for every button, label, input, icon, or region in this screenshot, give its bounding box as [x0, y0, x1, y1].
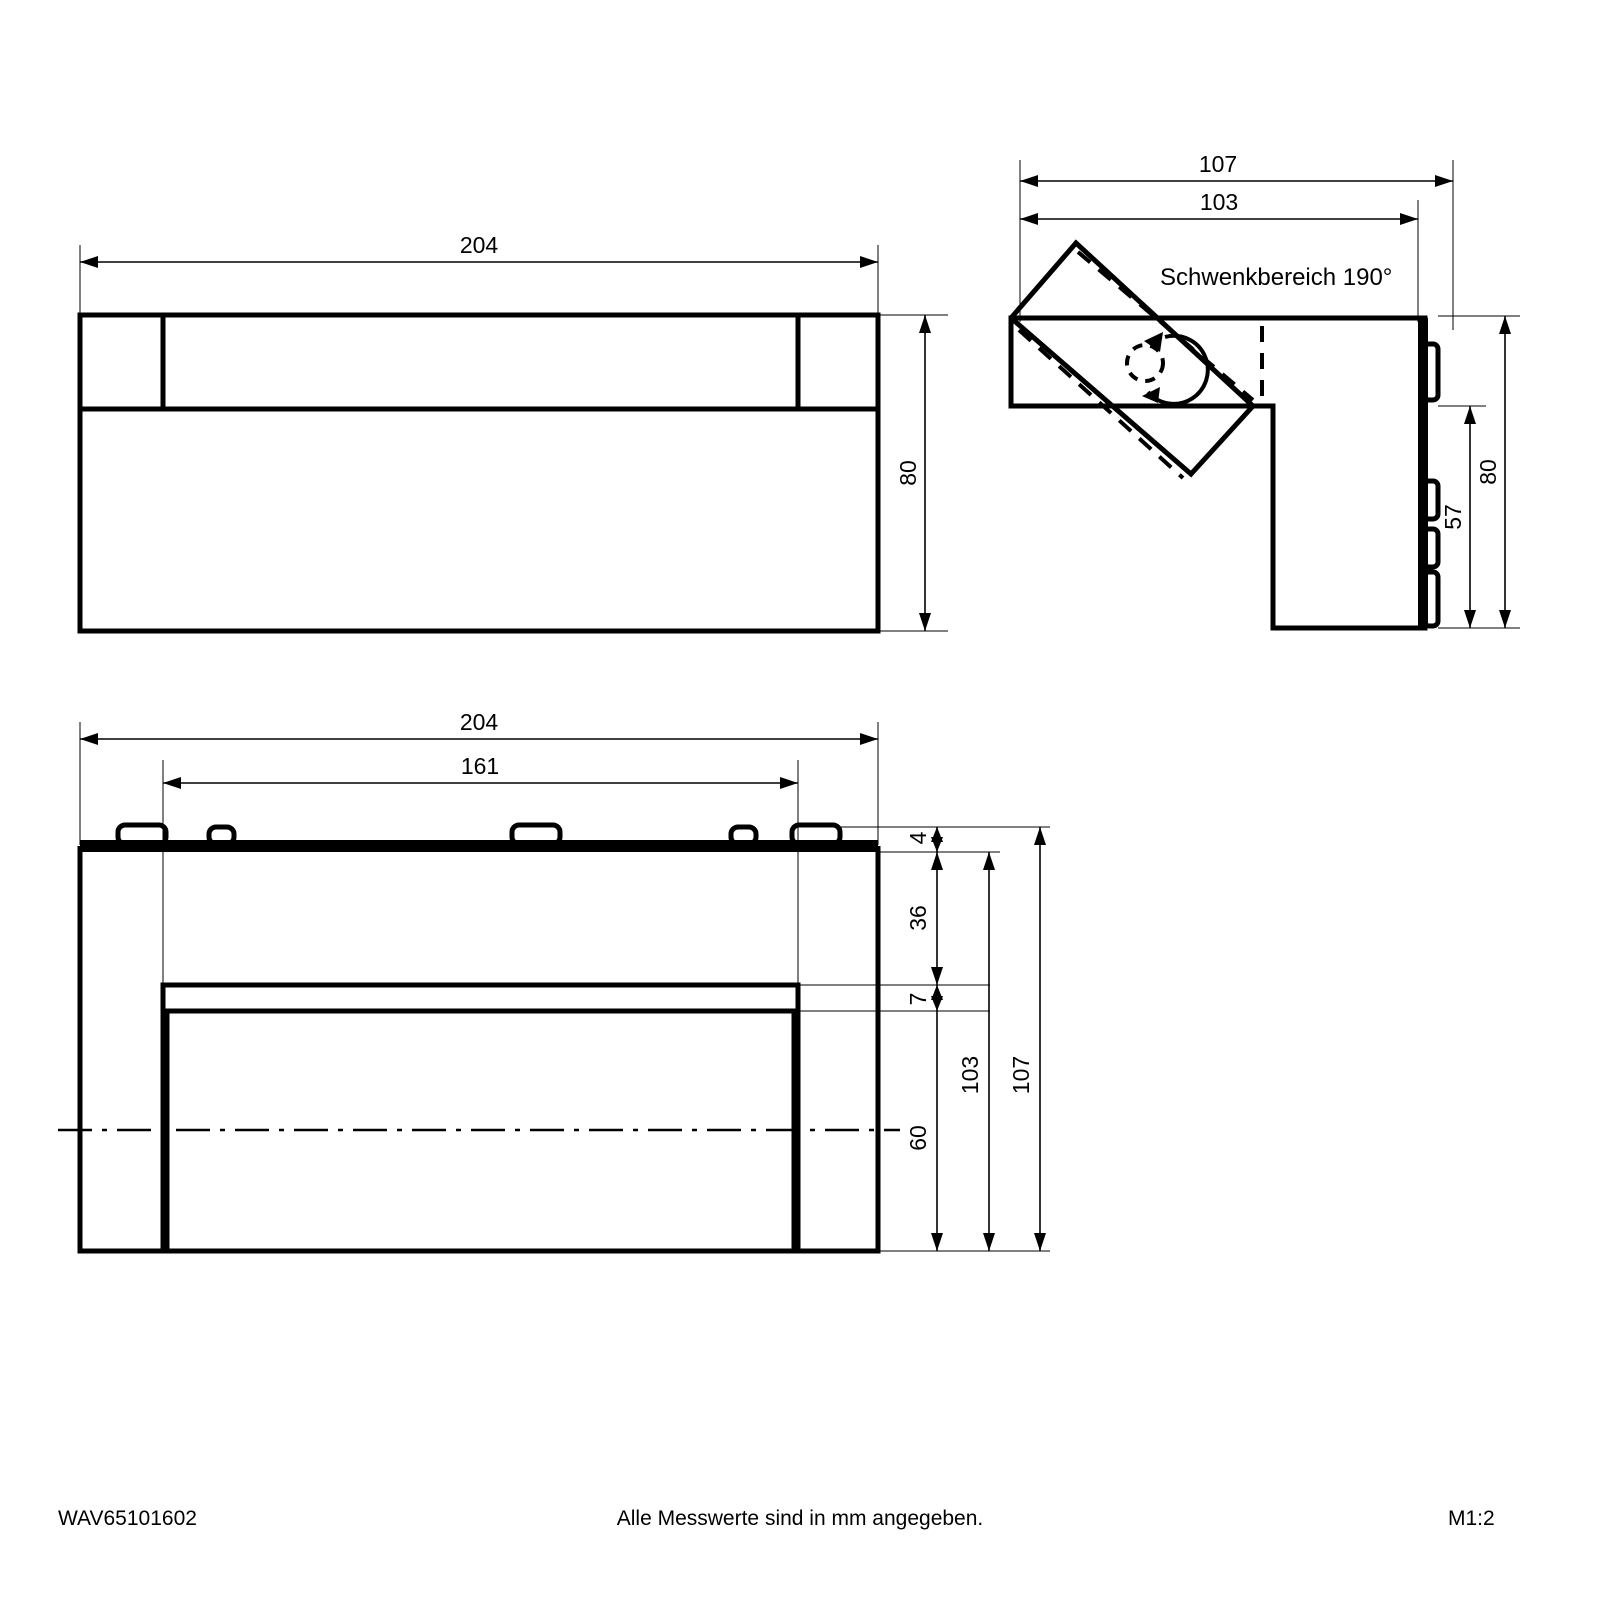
arrowhead-top [1499, 316, 1511, 334]
rotation-arrowhead-bottom [1142, 387, 1160, 403]
arrowhead-top [1034, 827, 1046, 845]
dimension-label-107-side: 107 [1199, 151, 1237, 177]
arrowhead-bottom [1499, 610, 1511, 628]
dimension-label-204-top: 204 [460, 232, 499, 258]
arrowhead-bottom [931, 1233, 943, 1251]
dimension-bottom-107: 107 [840, 826, 1050, 1252]
dimension-bottom-103: 103 [957, 851, 1000, 1252]
arrowhead-left [163, 777, 181, 789]
mounting-tab-3 [1421, 526, 1441, 570]
arrowhead-bottom [919, 613, 931, 631]
hidden-line-b [1076, 250, 1255, 402]
dimension-front-height: 80 [878, 314, 948, 632]
dimension-label-161: 161 [461, 753, 499, 779]
arrowhead-right [1400, 213, 1418, 225]
dimension-label-103-side: 103 [1200, 189, 1238, 215]
rotation-arc [1146, 333, 1210, 406]
arrowhead-top [1464, 406, 1476, 424]
dimension-label-36: 36 [905, 905, 931, 931]
arrowhead-left [80, 256, 98, 268]
dimension-side-103: 103 [1019, 189, 1419, 322]
dimension-label-204-bottom: 204 [460, 709, 499, 735]
arrowhead-bottom [931, 837, 943, 852]
arrowhead-left [1020, 175, 1038, 187]
article-number: WAV65101602 [58, 1507, 197, 1530]
dimension-bottom-7: 7 [800, 984, 990, 1012]
arrowhead-right [860, 733, 878, 745]
dimension-label-7: 7 [905, 993, 931, 1006]
mounting-tab-2 [1421, 478, 1441, 522]
arrowhead-bottom [1034, 1233, 1046, 1251]
scale-label: M1:2 [1448, 1507, 1495, 1530]
arrowhead-right [860, 256, 878, 268]
dimension-bottom-161: 161 [162, 753, 799, 1010]
dimension-label-80-side: 80 [1475, 459, 1501, 485]
front-top-body-outline [77, 312, 881, 634]
drawing-footer: WAV65101602 Alle Messwerte sind in mm an… [58, 1507, 1495, 1530]
arrowhead-top [931, 852, 943, 870]
rotation-axis-circle [1125, 343, 1165, 383]
hidden-line-a [1017, 328, 1185, 480]
swivel-range-label: Schwenkbereich 190° [1160, 264, 1392, 291]
view-front-bottom: 204 161 [58, 709, 1050, 1254]
arrowhead-left [1020, 213, 1038, 225]
view-front-top: 204 80 [77, 232, 948, 634]
mounting-tab-1 [1421, 341, 1441, 403]
dimension-side-107: 107 [1019, 151, 1454, 330]
view-side-top: 107 103 Schwenkbereich 190° [1008, 151, 1520, 631]
side-top-mounting-tabs [1421, 341, 1441, 629]
rotation-arrowhead-top [1144, 332, 1163, 352]
arrowhead-right [1435, 175, 1453, 187]
rotation-symbol [1125, 332, 1210, 406]
dimension-label-57-side: 57 [1440, 504, 1466, 530]
arrowhead-top [983, 852, 995, 870]
dimension-front-width: 204 [79, 232, 879, 318]
arrowhead-top [919, 315, 931, 333]
dimension-side-80: 80 [1438, 315, 1520, 629]
dimension-label-107-bottom: 107 [1008, 1056, 1034, 1094]
dimension-side-57: 57 [1438, 405, 1486, 629]
arrowhead-bottom [931, 996, 943, 1011]
arrowhead-bottom [983, 1233, 995, 1251]
swivel-hidden-lines [1017, 250, 1264, 480]
arrowhead-bottom [931, 967, 943, 985]
mounting-tab-4 [1421, 569, 1441, 629]
arrowhead-bottom [1464, 610, 1476, 628]
dimension-label-4: 4 [905, 831, 931, 844]
dimension-label-103-bottom: 103 [957, 1056, 983, 1094]
arrowhead-left [80, 733, 98, 745]
arrowhead-right [780, 777, 798, 789]
unit-note: Alle Messwerte sind in mm angegeben. [617, 1507, 984, 1530]
dimension-label-80-front: 80 [895, 460, 921, 486]
dimension-label-60: 60 [905, 1125, 931, 1151]
dimension-bottom-204: 204 [79, 709, 879, 845]
